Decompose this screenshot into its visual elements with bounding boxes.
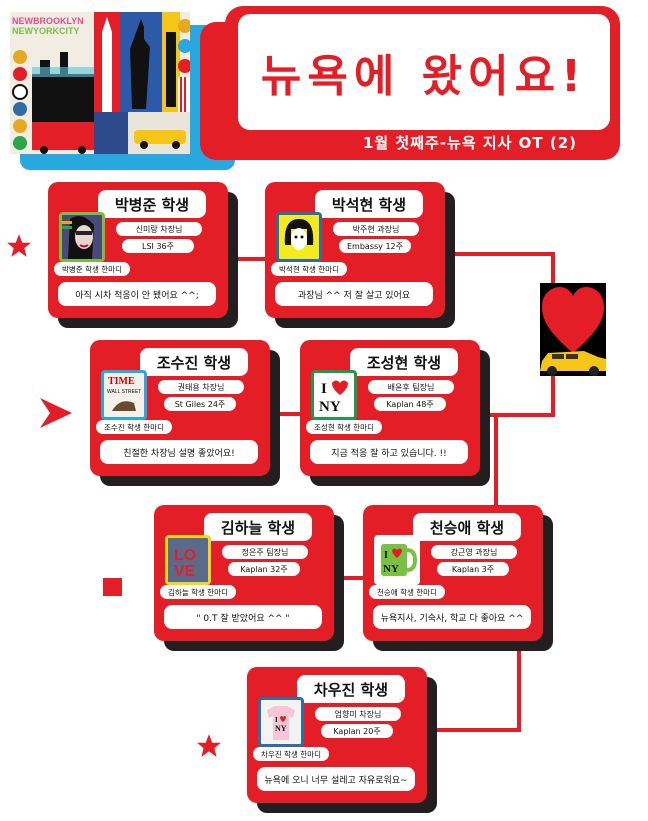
student-photo [276, 212, 322, 262]
student-name: 차우진 학생 [297, 675, 405, 703]
student-saying: " 0.T 잘 받았어요 ^^ " [164, 605, 322, 629]
connector-line [330, 576, 370, 580]
student-name: 김하늘 학생 [204, 513, 312, 541]
student-name: 조수진 학생 [140, 348, 248, 376]
school-label: Kaplan 3주 [437, 562, 509, 576]
saying-label: 조성현 학생 한마디 [306, 420, 382, 434]
svg-text:I: I [275, 716, 278, 724]
connector-line [440, 252, 555, 256]
student-saying: 뉴욕지사, 기숙사, 학교 다 좋아요 ^^ [373, 605, 531, 629]
student-card: 박병준 학생 신미랑 차장님 LSI 36주 박병준 학생 한마디 아직 시차 … [48, 182, 238, 328]
svg-text:NY: NY [383, 563, 399, 575]
student-photo: I NY [374, 535, 420, 585]
svg-text:NY: NY [319, 399, 341, 415]
manager-label: 박주현 과장님 [333, 222, 419, 236]
svg-text:VE: VE [174, 563, 196, 580]
saying-label: 박병준 학생 한마디 [54, 262, 130, 276]
manager-label: 권태용 차장님 [158, 380, 244, 394]
student-photo: TIME WALL STREET [101, 370, 147, 420]
saying-label: 차우진 학생 한마디 [253, 747, 329, 761]
saying-label: 김하늘 학생 한마디 [160, 585, 236, 599]
student-name: 박병준 학생 [98, 190, 206, 218]
svg-text:NEWYORKCITY: NEWYORKCITY [12, 26, 80, 36]
student-card: 조성현 학생 I NY 배윤후 팀장님 Kaplan 48주 조성현 학생 한마디… [300, 340, 490, 486]
student-saying: 과장님 ^^ 저 잘 살고 있어요 [275, 282, 433, 306]
saying-label: 조수진 학생 한마디 [96, 420, 172, 434]
school-label: Kaplan 32주 [228, 562, 300, 576]
star-icon [196, 733, 222, 763]
heart-taxi-image [540, 283, 606, 376]
school-label: Embassy 12주 [339, 239, 411, 253]
svg-text:TIME: TIME [108, 376, 135, 387]
page-subtitle: 1월 첫째주-뉴욕 지사 OT (2) [362, 134, 578, 152]
svg-text:LO: LO [174, 547, 196, 564]
school-label: LSI 36주 [122, 239, 194, 253]
student-saying: 친절한 차장님 설명 좋았어요! [100, 440, 258, 464]
nyc-collage-art: NEWBROOKLYN NEWYORKCITY [10, 12, 190, 154]
connector-line [494, 413, 498, 513]
manager-label: 엄향미 차장님 [315, 707, 401, 721]
manager-label: 강근영 과장님 [431, 545, 517, 559]
manager-label: 신미랑 차장님 [116, 222, 202, 236]
connector-line [420, 728, 521, 732]
student-card: 조수진 학생 TIME WALL STREET 권태용 차장님 St Giles … [90, 340, 280, 486]
student-name: 천승애 학생 [413, 513, 521, 541]
square-icon [103, 578, 122, 596]
svg-text:WALL STREET: WALL STREET [107, 389, 141, 395]
school-label: Kaplan 48주 [374, 397, 446, 411]
student-saying: 아직 시차 적응이 안 됐어요 ^^; [58, 282, 216, 306]
svg-text:I: I [321, 381, 327, 397]
student-name: 조성현 학생 [350, 348, 458, 376]
student-card: 박석현 학생 박주현 과장님 Embassy 12주 박석현 학생 한마디 과장… [265, 182, 455, 328]
manager-label: 배윤후 팀장님 [368, 380, 454, 394]
svg-text:NY: NY [275, 724, 287, 733]
connector-line [222, 257, 272, 261]
student-saying: 뉴욕에 오니 너무 설레고 자유로워요~ [257, 767, 415, 791]
page-title: 뉴욕에 왔어요! [260, 51, 588, 102]
nyc-collage-image: NEWBROOKLYN NEWYORKCITY [10, 12, 190, 154]
svg-text:NEWBROOKLYN: NEWBROOKLYN [12, 16, 84, 26]
school-label: Kaplan 20주 [321, 724, 393, 738]
star-icon [6, 233, 32, 263]
connector-line [517, 640, 521, 732]
manager-label: 정은주 팀장님 [222, 545, 308, 559]
connector-line [268, 412, 304, 416]
student-name: 박석현 학생 [315, 190, 423, 218]
student-photo [59, 212, 105, 262]
chevron-arrow-icon [40, 398, 72, 432]
saying-label: 천승애 학생 한마디 [369, 585, 445, 599]
connector-line [485, 413, 555, 417]
student-photo: I NY [311, 370, 357, 420]
school-label: St Giles 24주 [164, 397, 236, 411]
title-panel: 뉴욕에 왔어요! [238, 14, 610, 130]
svg-text:I: I [384, 550, 388, 561]
saying-label: 박석현 학생 한마디 [271, 262, 347, 276]
student-saying: 지금 적응 잘 하고 있습니다. !! [310, 440, 468, 464]
